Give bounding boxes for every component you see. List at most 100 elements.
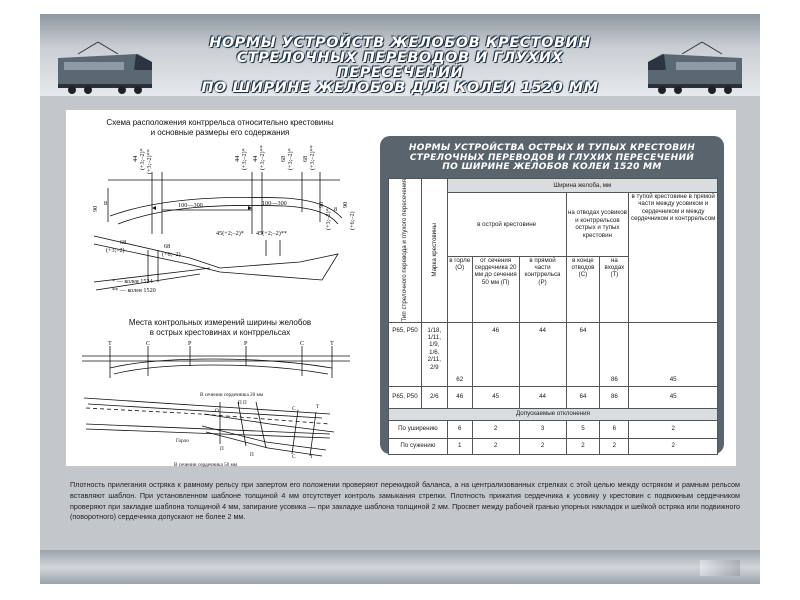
measurement-diagram-title: Места контрольных измерений ширины желоб… (70, 318, 370, 338)
point-t-3: Т (316, 404, 320, 410)
point-c-2: С (300, 340, 305, 347)
dim-100-300-right: 100—300 (262, 200, 287, 207)
narrow-end: 2 (565, 437, 601, 455)
dim-100-300-left: 100—300 (178, 202, 203, 209)
point-p-4: П (250, 452, 254, 458)
guard-rail-diagram-title-line-2: и основные размеры его содержания (150, 128, 290, 137)
widen-obtuse: 2 (628, 419, 718, 439)
widen-core: 2 (471, 419, 520, 439)
row2-throat: 46 (446, 385, 473, 409)
measurement-diagram-title-line-2: в острых крестовинах и контррельсах (149, 328, 291, 337)
measurement-drawing (82, 346, 350, 457)
guard-rail-diagram-title: Схема расположения контррельса относител… (70, 118, 370, 138)
dim-8-right: 8 (334, 206, 338, 213)
col-header-frog-mark: Марка крестовины (420, 178, 448, 323)
row1-throat: 62 (446, 321, 473, 387)
dim-44-mid2-tol: (+3;–2)** (259, 145, 266, 170)
point-t-1: Т (108, 340, 112, 347)
dim-90-right-tol: (+3;–2)* (325, 208, 332, 230)
narrow-obtuse: 2 (628, 437, 718, 455)
narrow-label: По сужению (388, 437, 448, 455)
row1-marks: 1/18, 1/11, 1/9, 1/6, 2/11, 2/9 (420, 321, 448, 387)
row2-core: 45 (471, 385, 520, 409)
col-header-throat: в горле (О) (446, 255, 473, 323)
point-c-1: С (146, 340, 151, 347)
point-pp: П П (238, 400, 247, 406)
poster-title-line-2: СТРЕЛОЧНЫХ ПЕРЕВОДОВ И ГЛУХИХ ПЕРЕСЕЧЕНИ… (236, 50, 564, 81)
dim-90-left: 90 (92, 205, 99, 212)
narrow-inlet: 2 (599, 437, 630, 455)
col-header-turnout-type: Тип стрелочного перевода и глухого перес… (388, 178, 422, 323)
dim-68-right-tol: (+3;–2)* (287, 148, 294, 170)
point-p-1: Р (188, 340, 192, 347)
point-t-2: Т (330, 340, 334, 347)
row1-end: 64 (565, 321, 601, 387)
table-row: Р65, Р50 1/18, 1/11, 1/9, 1/6, 2/11, 2/9… (388, 321, 718, 387)
poster-footer (40, 550, 760, 584)
row1-straight: 44 (518, 321, 567, 387)
widen-straight: 3 (518, 419, 567, 439)
dim-44-left: 44 (132, 155, 139, 162)
legend-1520: ** — колея 1520 (112, 287, 156, 294)
norms-table-title: НОРМЫ УСТРОЙСТВА ОСТРЫХ И ТУПЫХ КРЕСТОВИ… (380, 143, 724, 173)
guard-rail-diagram-title-line-1: Схема расположения контррельса относител… (106, 118, 334, 127)
poster-header: НОРМЫ УСТРОЙСТВ ЖЕЛОБОВ КРЕСТОВИН СТРЕЛО… (40, 14, 760, 96)
locomotive-illustration-left (58, 41, 152, 94)
poster-title-line-1: НОРМЫ УСТРОЙСТВ ЖЕЛОБОВ КРЕСТОВИН (209, 35, 591, 51)
group-header-guard-rail-ends: на отводах усовиков и контррельсов остры… (565, 192, 630, 257)
norms-table-title-line-1: НОРМЫ УСТРОЙСТВА ОСТРЫХ И ТУПЫХ КРЕСТОВИ… (408, 143, 696, 153)
dim-90-right2-tol: (+6;–2) (349, 211, 356, 230)
widen-label: По уширению (388, 419, 448, 439)
dim-8-left: 8 (104, 200, 108, 207)
col-header-inlet: на входах (Т) (599, 255, 630, 323)
section-20mm-label: В сечении сердечника 20 мм (200, 392, 264, 398)
col-header-obtuse-frog: в тупой крестовине в прямой части между … (628, 192, 718, 323)
poster-title: НОРМЫ УСТРОЙСТВ ЖЕЛОБОВ КРЕСТОВИН СТРЕЛО… (190, 36, 610, 96)
footer-decoration (700, 560, 740, 576)
poster-title-line-3: ПО ШИРИНЕ ЖЕЛОБОВ ДЛЯ КОЛЕИ 1520 ММ (201, 80, 599, 96)
table-row: По сужению 1 2 2 2 2 2 (388, 437, 718, 455)
dim-90-right: 90 (318, 201, 325, 208)
col-header-core-section: от сечения сердечника 20 мм до сечения 5… (471, 255, 520, 323)
narrow-throat: 1 (446, 437, 473, 455)
row1-obtuse: 45 (628, 321, 718, 387)
row2-type: Р65, Р50 (388, 385, 422, 409)
dim-44-left-tol2: (+3;–2)** (146, 149, 153, 174)
throat-label: Горло (176, 438, 189, 444)
guard-rail-drawing (93, 172, 343, 291)
row1-type: Р65, Р50 (388, 321, 422, 387)
point-p-2: Р (244, 340, 248, 347)
dim-68-bottom-tol: (+3;–2) (106, 247, 125, 254)
row1-inlet: 86 (599, 321, 630, 387)
table-row: Р65, Р50 2/6 46 45 44 64 86 45 (388, 385, 718, 409)
point-c-4: С (292, 454, 296, 460)
table-row: По уширению 6 2 3 5 6 2 (388, 419, 718, 439)
row2-inlet: 86 (599, 385, 630, 409)
narrow-core: 2 (471, 437, 520, 455)
widen-inlet: 6 (599, 419, 630, 439)
norms-table-title-line-2: СТРЕЛОЧНЫХ ПЕРЕВОДОВ И ГЛУХИХ ПЕРЕСЕЧЕНИ… (409, 152, 695, 163)
dim-44-mid2: 44 (252, 155, 259, 162)
note-band (40, 474, 760, 534)
widen-end: 5 (565, 419, 601, 439)
row2-mark: 2/6 (420, 385, 448, 409)
guard-rail-layout-diagram: Схема расположения контррельса относител… (70, 112, 370, 312)
col-header-flare-end: в конце отводов (С) (565, 255, 601, 323)
dim-68-bottom: 68 (120, 239, 127, 246)
measurement-diagram-title-line-1: Места контрольных измерений ширины желоб… (128, 318, 312, 327)
row2-end: 64 (565, 385, 601, 409)
locomotive-illustration-right (648, 41, 742, 94)
legend-1524: * — колея 1524 (112, 278, 153, 285)
dim-45-second: 45(+2;–2)** (256, 230, 287, 237)
row1-core: 46 (471, 321, 520, 387)
point-o: О (215, 408, 219, 414)
point-p-3: П (220, 446, 224, 452)
norms-table-title-line-3: ПО ШИРИНЕ ЖЕЛОБОВ КОЛЕИ 1520 ММ (442, 162, 662, 172)
group-header-sharp-frog: в острой крестовине (446, 192, 567, 257)
dim-68-bottom2: 68 (164, 243, 171, 250)
deviations-header: Допускаемые отклонения (388, 407, 718, 421)
dim-45-first: 45(+2;–2)* (216, 230, 244, 237)
dim-44-mid-tol: (+3;–2)* (241, 148, 248, 170)
row2-straight: 44 (518, 385, 567, 409)
